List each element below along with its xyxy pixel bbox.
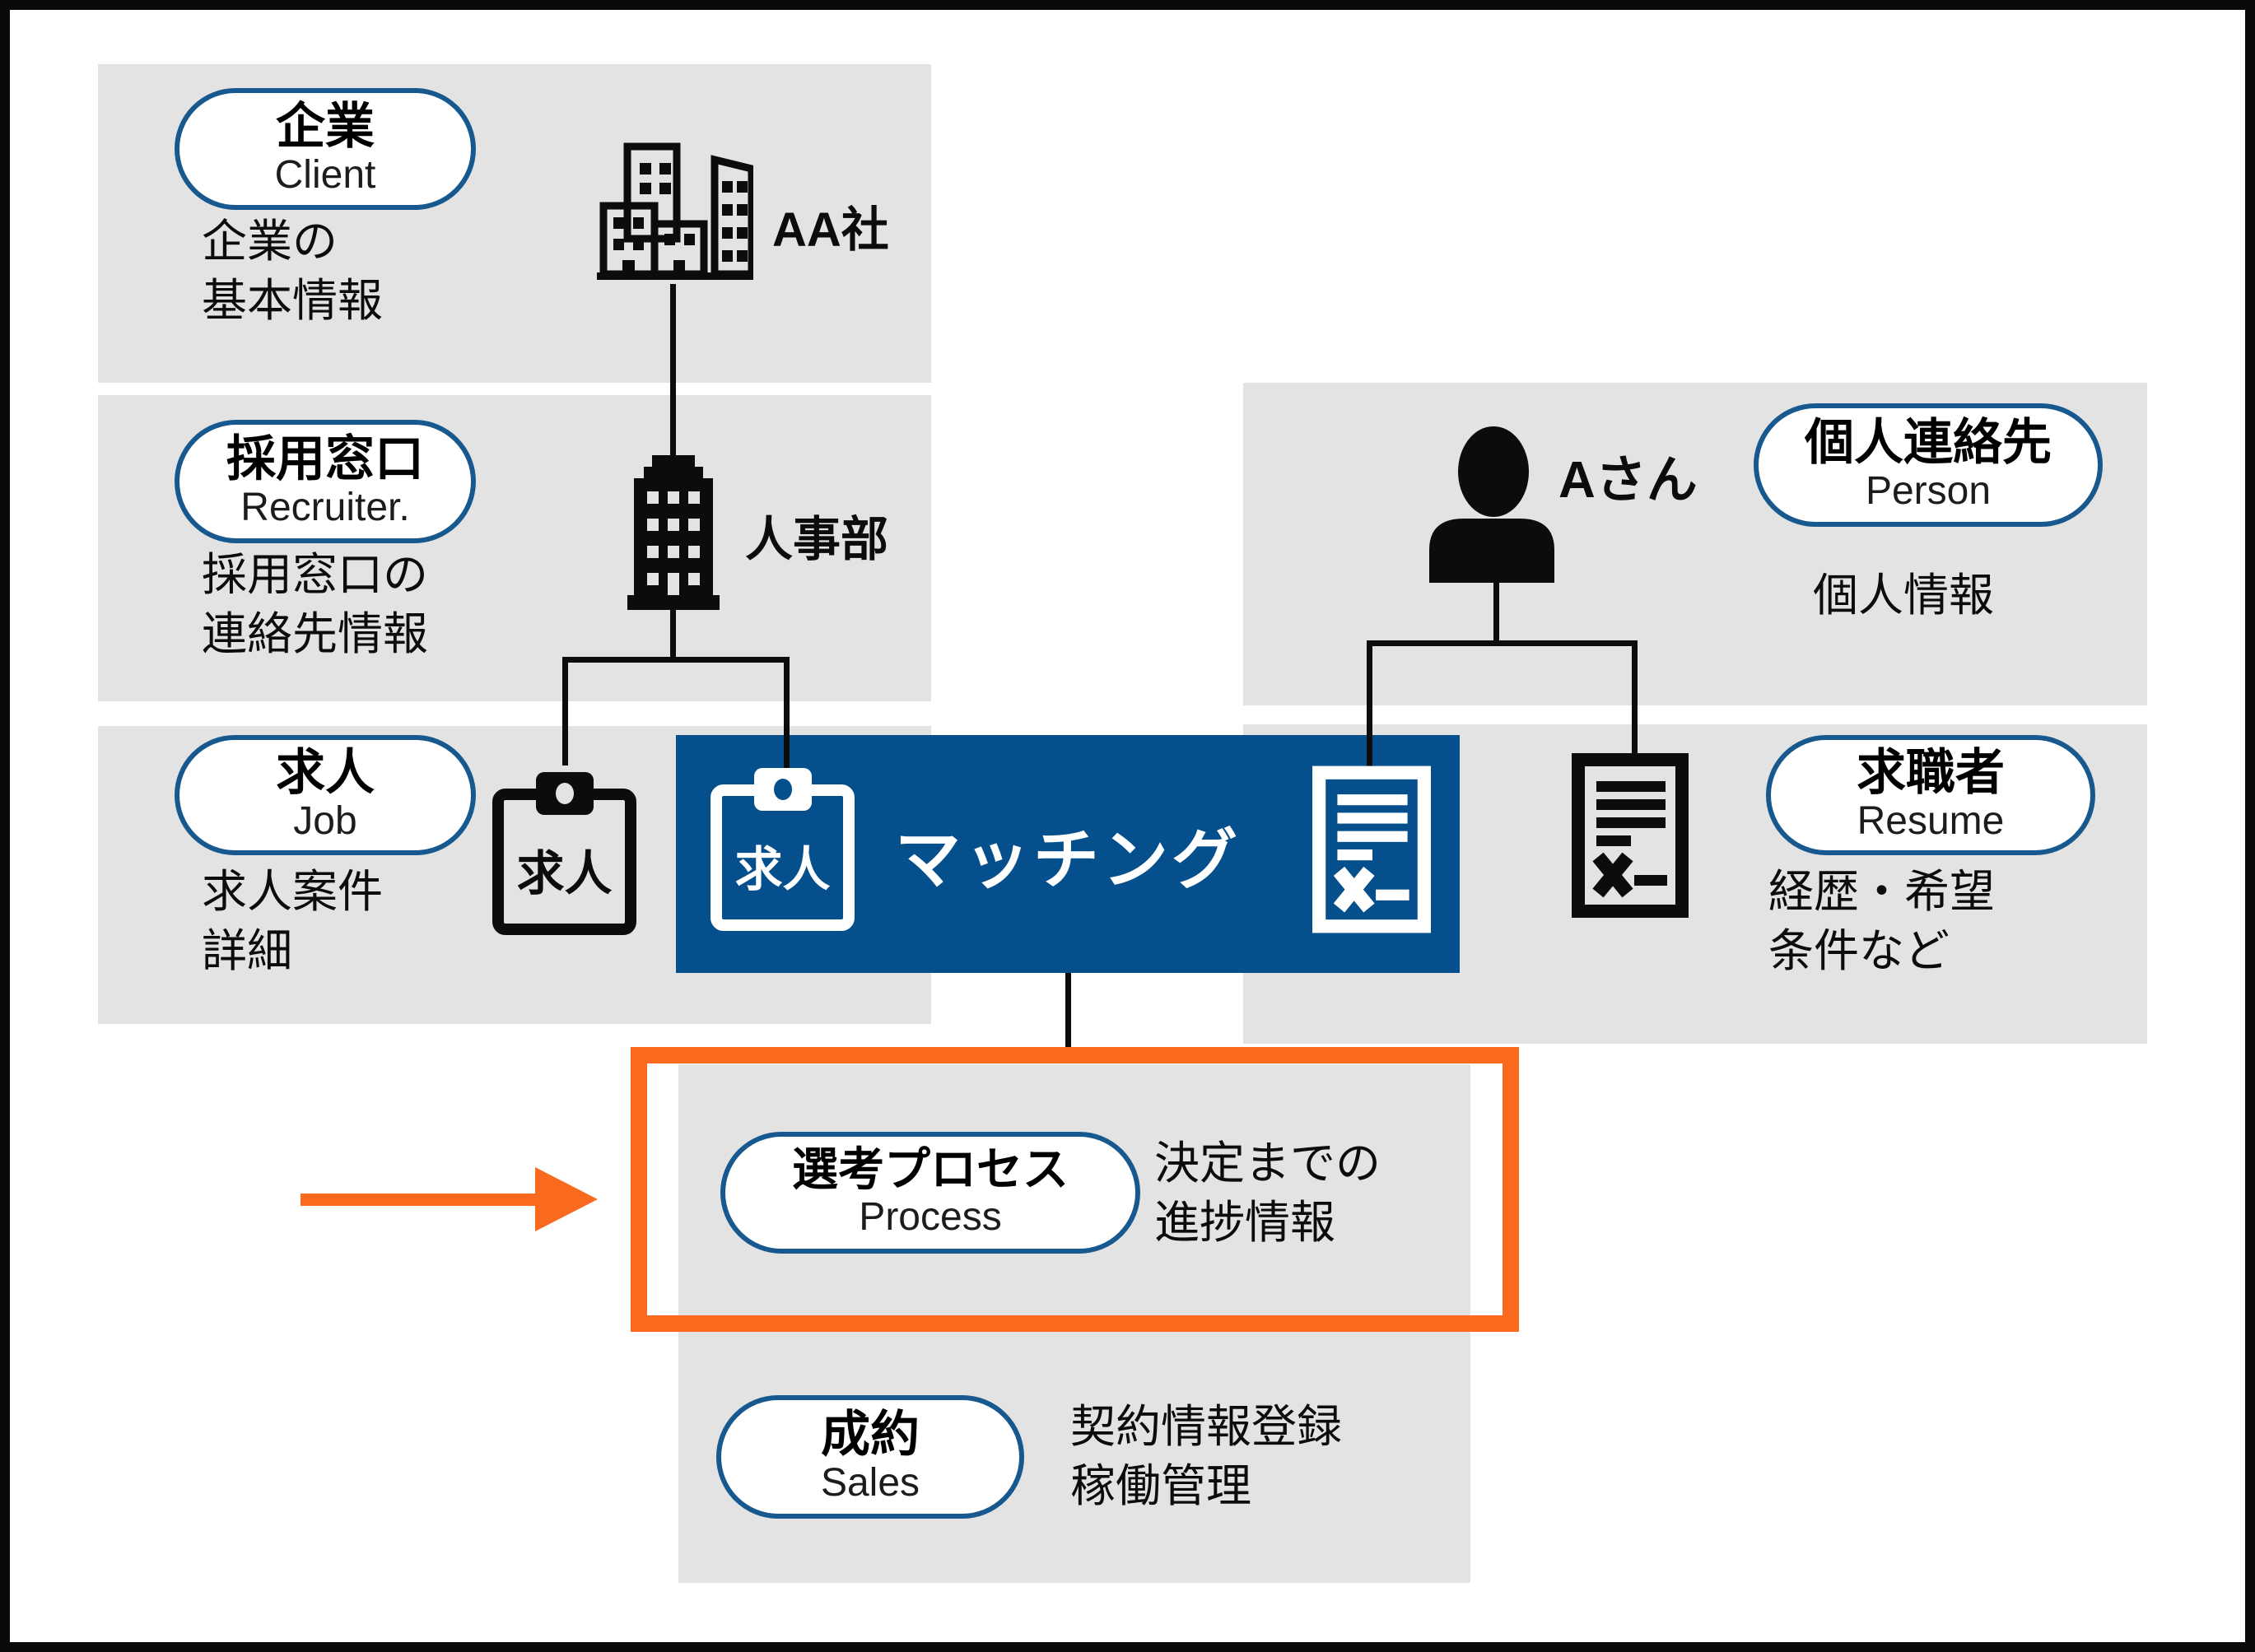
client-pill-title: 企業: [276, 98, 375, 154]
connector-matching-to-process: [1065, 973, 1071, 1049]
process-pill: 選考プロセス Process: [720, 1132, 1140, 1254]
person-pill-title: 個人連絡先: [1805, 414, 2052, 470]
recruiter-desc: 採用窓口の 連絡先情報: [202, 549, 429, 659]
person-icon: [1429, 426, 1554, 583]
process-pill-title: 選考プロセス: [792, 1143, 1069, 1195]
highlight-arrow-icon: [301, 1194, 539, 1206]
client-pill-sub: Client: [274, 152, 376, 197]
connector-to-matching-resume: [1367, 640, 1372, 768]
job-desc: 求人案件 詳細: [202, 866, 384, 976]
client-pill: 企業 Client: [175, 88, 476, 210]
recruiter-pill: 採用窓口 Recruiter.: [175, 420, 476, 543]
resume-pill-title: 求職者: [1857, 744, 2005, 800]
resume-pill-sub: Resume: [1857, 798, 2005, 843]
client-desc: 企業の 基本情報: [202, 216, 384, 326]
connector-person-down: [1493, 581, 1499, 642]
sales-pill: 成約 Sales: [716, 1395, 1024, 1519]
connector-hr-down: [670, 609, 676, 660]
sales-pill-sub: Sales: [820, 1460, 920, 1505]
sales-desc: 契約情報登録 稼働管理: [1070, 1401, 1343, 1511]
connector-client-to-hr: [670, 284, 676, 459]
person-desc: 個人情報: [1813, 570, 1995, 621]
matching-clipboard-icon: 求人: [711, 768, 855, 931]
hr-icon-label: 人事部: [745, 513, 889, 566]
job-clipboard-label: 求人: [516, 847, 613, 900]
connector-hr-branch: [562, 657, 790, 663]
resume-icon: [1572, 753, 1689, 918]
hr-building-icon: [627, 455, 720, 610]
process-desc: 決定までの 進捗情報: [1154, 1138, 1381, 1248]
matching-clipboard-label: 求人: [734, 843, 831, 896]
connector-to-job-clipboard: [562, 657, 568, 766]
sales-pill-title: 成約: [821, 1406, 920, 1462]
matching-label: マッチング: [895, 822, 1241, 896]
job-pill-title: 求人: [276, 744, 375, 800]
job-pill-sub: Job: [293, 798, 357, 843]
client-icon-label: AA社: [772, 203, 889, 257]
connector-to-resume-icon: [1632, 640, 1638, 753]
recruiter-pill-sub: Recruiter.: [240, 485, 410, 529]
resume-pill: 求職者 Resume: [1766, 735, 2095, 855]
job-clipboard-icon: 求人: [492, 772, 636, 935]
person-icon-label: Aさん: [1558, 452, 1698, 509]
resume-desc: 経歴・希望 条件など: [1768, 866, 1996, 976]
highlight-frame: [631, 1047, 1519, 1332]
person-pill: 個人連絡先 Person: [1754, 403, 2103, 527]
highlight-arrow-head: [535, 1167, 598, 1231]
person-pill-sub: Person: [1865, 468, 1992, 513]
connector-to-matching-clipboard: [784, 657, 790, 774]
recruiter-pill-title: 採用窓口: [226, 430, 424, 486]
buildings-icon: [597, 142, 753, 280]
connector-person-branch: [1367, 640, 1638, 646]
matching-resume-icon: [1312, 766, 1431, 933]
job-pill: 求人 Job: [175, 735, 476, 855]
process-pill-sub: Process: [859, 1194, 1002, 1239]
